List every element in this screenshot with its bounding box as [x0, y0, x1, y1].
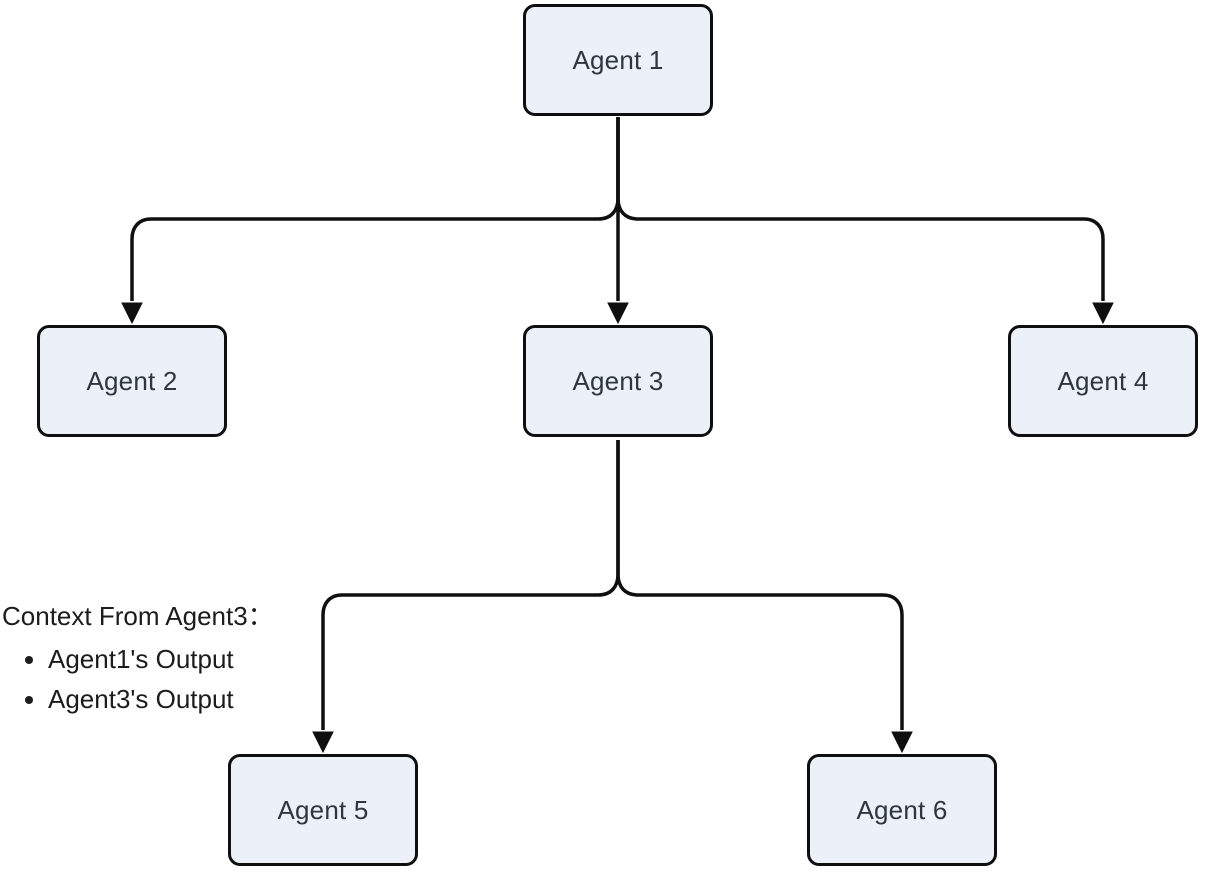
node-agent-5-label: Agent 5 — [277, 794, 369, 825]
edge-agent1-agent2-arrowhead-icon — [121, 302, 143, 325]
node-agent-6: Agent 6 — [807, 754, 997, 866]
node-agent-4: Agent 4 — [1008, 325, 1198, 437]
node-agent-5: Agent 5 — [228, 754, 418, 866]
edge-agent3-agent6-arrowhead-icon — [891, 731, 913, 754]
node-agent-3: Agent 3 — [523, 325, 713, 437]
edge-agent1-agent4-arrowhead-icon — [1092, 302, 1114, 325]
annotation-item-text: Agent1's Output — [48, 644, 234, 674]
edge-agent1-agent3-arrowhead-icon — [607, 302, 629, 325]
node-agent-2-label: Agent 2 — [86, 365, 178, 396]
edge-agent3-agent5-line — [321, 440, 620, 730]
annotation-list: Agent1's Output Agent3's Output — [2, 639, 342, 719]
node-agent-2: Agent 2 — [37, 325, 227, 437]
node-agent-1-label: Agent 1 — [572, 44, 664, 75]
edge-agent3-agent5-arrowhead-icon — [312, 731, 334, 754]
node-agent-1: Agent 1 — [523, 4, 713, 116]
node-agent-3-label: Agent 3 — [572, 365, 664, 396]
annotation-title: Context From Agent3： — [2, 601, 274, 631]
edge-agent1-agent4-line — [616, 117, 1105, 301]
annotation-item: Agent1's Output — [48, 639, 342, 679]
node-agent-4-label: Agent 4 — [1057, 365, 1149, 396]
annotation-item: Agent3's Output — [48, 679, 342, 719]
edge-agent3-agent6-line — [616, 440, 904, 730]
node-agent-6-label: Agent 6 — [856, 794, 948, 825]
context-annotation: Context From Agent3： Agent1's Output Age… — [2, 600, 342, 719]
edge-agent1-agent2-line — [130, 117, 620, 301]
annotation-item-text: Agent3's Output — [48, 684, 234, 714]
